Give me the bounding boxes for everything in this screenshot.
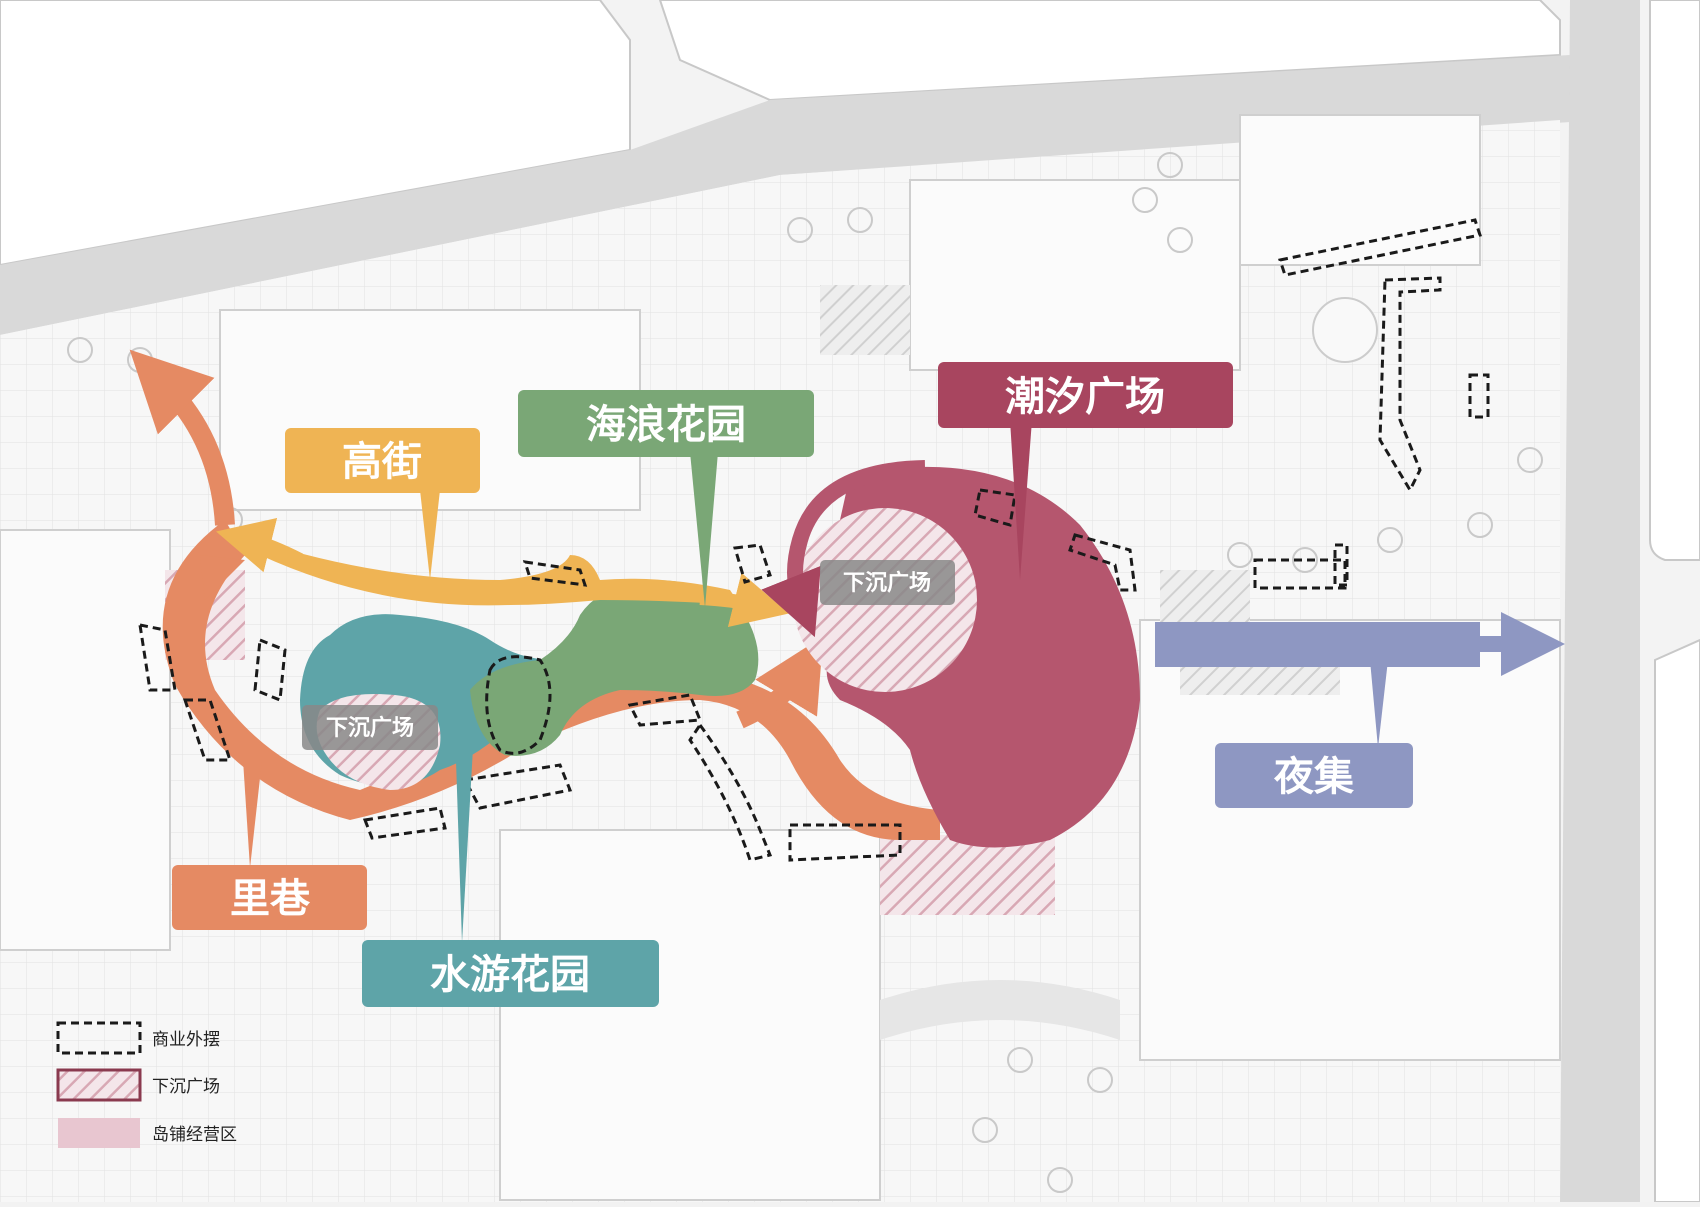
sunken-plaza-label-2: 下沉广场	[326, 715, 414, 741]
gaojie-arrow-west	[216, 517, 304, 573]
legend-swatch-hatched	[56, 1068, 142, 1102]
sunken-plaza-label-1: 下沉广场	[843, 570, 931, 596]
sunken-plaza-tag-2: 下沉广场	[302, 705, 438, 750]
legend: 商业外摆 下沉广场 岛铺经营区	[56, 1021, 237, 1148]
east-block-upper	[1649, 0, 1700, 561]
outdoor-dining-zones	[138, 218, 1490, 862]
legend-swatch-pink	[58, 1118, 140, 1148]
round-pavilion	[1312, 297, 1378, 363]
building-w	[0, 529, 171, 951]
building-ne	[1239, 114, 1481, 266]
hailang-label: 海浪花园	[586, 402, 746, 448]
chaoxi-label: 潮汐广场	[1005, 374, 1165, 420]
top-center-block	[658, 0, 1561, 102]
lixiang-arrow-east	[736, 636, 824, 729]
zone-hailang: 海浪花园	[518, 390, 814, 608]
chaoxi-arrow-loop	[761, 460, 926, 638]
yeji-label: 夜集	[1273, 754, 1354, 800]
zone-chaoxi: 潮汐广场	[938, 362, 1233, 580]
building-s	[499, 829, 881, 1201]
legend-label-pink: 岛铺经营区	[152, 1125, 237, 1145]
east-block-lower	[1654, 638, 1700, 1203]
east-road	[1560, 0, 1640, 1202]
zone-yeji-band	[1155, 622, 1480, 667]
zone-hailang-area	[470, 580, 759, 756]
gaojie-arrow-east	[699, 572, 789, 628]
hatched-area-south	[880, 835, 1055, 915]
legend-label-dashed: 商业外摆	[152, 1030, 220, 1050]
lixiang-label: 里巷	[230, 876, 311, 922]
legend-label-hatched: 下沉广场	[152, 1077, 220, 1097]
legend-swatch-dashed	[56, 1021, 142, 1055]
building-n	[909, 179, 1241, 371]
zone-lixiang: 里巷	[172, 760, 367, 930]
zone-gaojie: 高街	[285, 428, 480, 580]
top-left-block	[0, 0, 631, 267]
north-road	[0, 55, 1600, 335]
gaojie-label: 高街	[342, 439, 422, 485]
zone-shuiyou: 水游花园	[362, 730, 659, 1007]
zone-yeji: 夜集	[1215, 660, 1413, 808]
sunken-plaza-tag-1: 下沉广场	[820, 560, 955, 605]
lixiang-arrow-north	[129, 349, 235, 526]
zone-gaojie-area	[255, 540, 740, 606]
shuiyou-label: 水游花园	[430, 952, 590, 998]
